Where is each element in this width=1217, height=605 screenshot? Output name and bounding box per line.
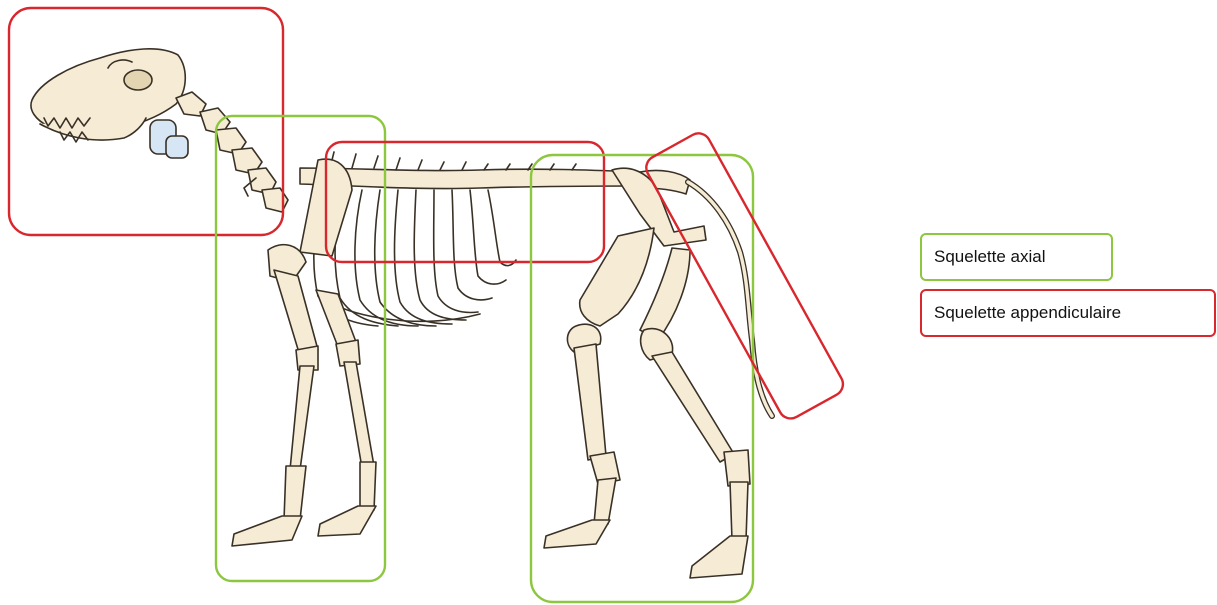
hindlimbs [544,168,750,578]
tail [688,182,772,416]
legend-appendicular-label: Squelette appendiculaire [934,303,1121,323]
dog-skeleton-illustration [31,49,772,578]
skull [31,49,188,158]
cervical-vertebrae [176,92,288,212]
legend-appendicular: Squelette appendiculaire [920,289,1216,337]
legend-axial: Squelette axial [920,233,1113,281]
appendicular-region-trunk [326,142,604,262]
forelimbs [232,159,376,546]
legend-axial-label: Squelette axial [934,247,1046,267]
